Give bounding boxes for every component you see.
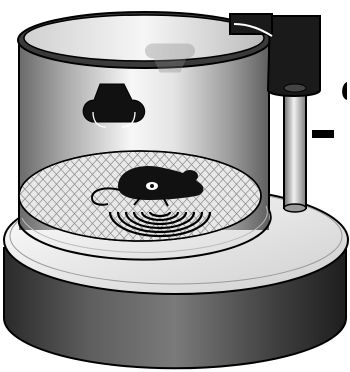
apparatus-illustration <box>0 0 350 372</box>
apparatus-svg <box>0 0 350 372</box>
